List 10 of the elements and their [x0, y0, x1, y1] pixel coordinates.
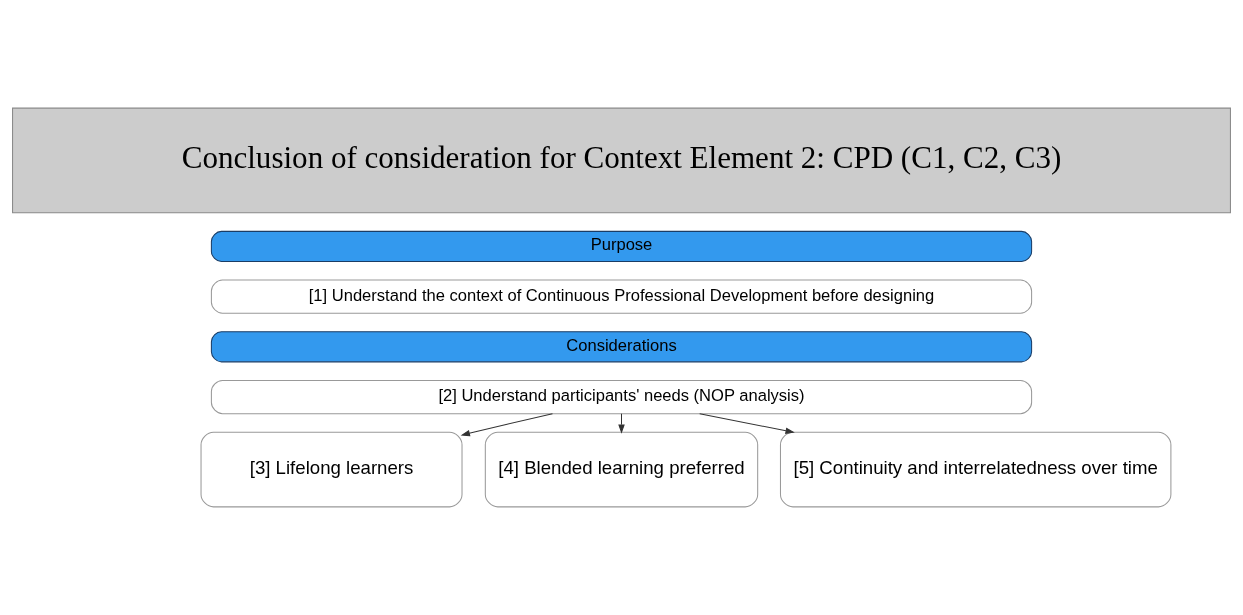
node-box: Conclusion of consideration for Context Element 2: CPD (C1, C2, C3) — [12, 107, 1231, 214]
node-box: [4] Blended learning preferred — [484, 431, 759, 508]
arrow — [618, 413, 625, 434]
node-box: [1] Understand the context of Continuous Professional Development before designing — [210, 279, 1033, 314]
node-box: Considerations — [210, 331, 1033, 363]
node-box: Purpose — [210, 230, 1033, 262]
node-box: [5] Continuity and interrelatedness over time — [779, 431, 1172, 508]
arrow — [699, 413, 795, 434]
node-box: [2] Understand participants' needs (NOP analysis) — [210, 380, 1033, 415]
node-box: [3] Lifelong learners — [200, 431, 463, 508]
